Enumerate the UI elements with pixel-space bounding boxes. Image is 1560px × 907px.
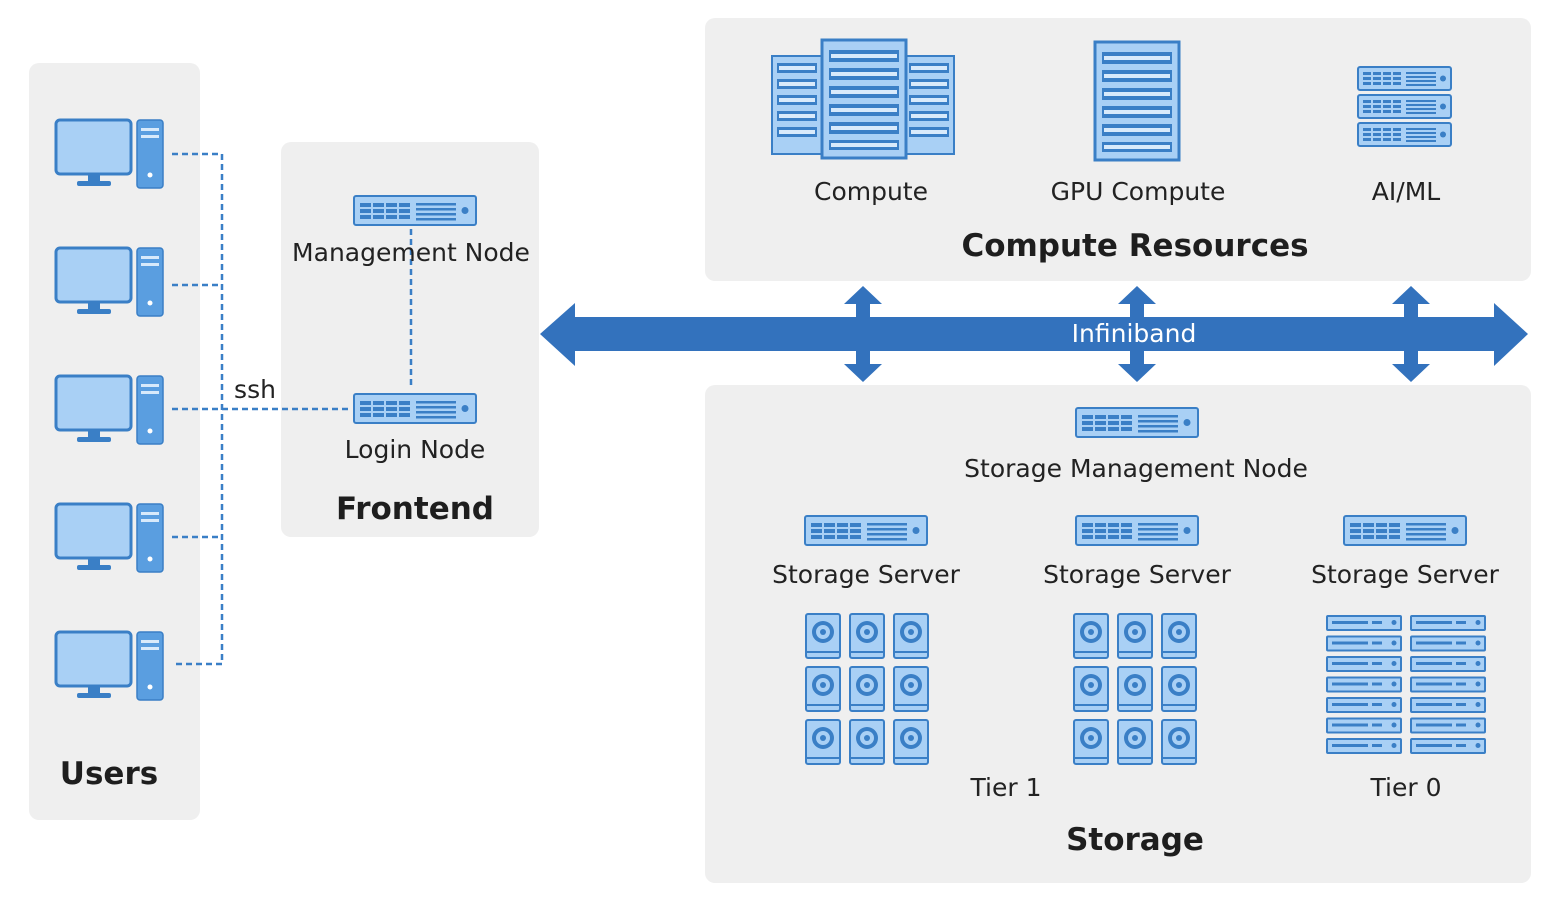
ssd-drive-icon (1326, 697, 1402, 713)
hard-disk-icon (1073, 666, 1109, 712)
infiniband-bus-arrow (540, 303, 1528, 366)
ssh-label: ssh (234, 375, 276, 404)
ssd-drive-icon (1410, 697, 1486, 713)
tier-1-label: Tier 1 (970, 773, 1042, 802)
gpu-bus-link-icon (1118, 286, 1156, 382)
users-panel (29, 63, 200, 820)
storage-management-node-icon (1075, 407, 1199, 438)
aiml-label: AI/ML (1371, 177, 1441, 206)
aiml-bus-link-icon (1392, 286, 1430, 382)
ai-ml-server-stack-icon (1357, 66, 1452, 147)
hard-disk-icon (849, 719, 885, 765)
desktop-computer-icon (54, 246, 165, 318)
management-node-server-icon (353, 195, 477, 226)
storage-server-icon (1343, 515, 1467, 546)
ssd-drive-icon (1326, 717, 1402, 734)
storage-title: Storage (1066, 822, 1204, 858)
desktop-computer-icon (54, 502, 165, 574)
gpu-rack-icon (1093, 40, 1181, 162)
hard-disk-icon (849, 666, 885, 712)
ssd-drive-icon (1410, 635, 1486, 652)
hard-disk-array-icon (1073, 613, 1197, 765)
tier-0-label: Tier 0 (1370, 773, 1442, 802)
users-title: Users (59, 756, 159, 792)
storage-management-node-label: Storage Management Node (964, 454, 1308, 483)
ssd-drive-icon (1410, 717, 1486, 734)
hard-disk-icon (1161, 719, 1197, 765)
ssd-drive-icon (1410, 656, 1486, 672)
hard-disk-icon (1117, 666, 1153, 712)
hard-disk-icon (1161, 666, 1197, 712)
ssd-drive-icon (1326, 676, 1402, 693)
compute-label: Compute (813, 177, 929, 206)
compute-bus-link-icon (844, 286, 882, 382)
hard-disk-icon (1073, 719, 1109, 765)
infiniband-label: Infiniband (1071, 319, 1197, 348)
hard-disk-array-icon (805, 613, 929, 765)
hard-disk-icon (1117, 613, 1153, 659)
hard-disk-icon (893, 666, 929, 712)
ssd-drive-icon (1326, 615, 1402, 631)
storage-server-label-3: Storage Server (1311, 560, 1499, 589)
ssd-drive-icon (1410, 738, 1486, 754)
ssd-drive-icon (1326, 738, 1402, 754)
server-rack-cluster-icon (771, 38, 955, 160)
hard-disk-icon (893, 719, 929, 765)
gpu-compute-label: GPU Compute (1050, 177, 1226, 206)
storage-server-icon (804, 515, 928, 546)
desktop-computer-icon (54, 118, 165, 190)
ssd-drive-icon (1326, 656, 1402, 672)
hard-disk-icon (805, 719, 841, 765)
compute-resources-title: Compute Resources (961, 228, 1309, 264)
login-node-label: Login Node (344, 435, 486, 464)
storage-server-label-1: Storage Server (772, 560, 960, 589)
desktop-computer-icon (54, 374, 165, 446)
ssd-drive-icon (1326, 635, 1402, 652)
ssh-connectors (172, 152, 413, 666)
hard-disk-icon (1117, 719, 1153, 765)
ssd-drive-icon (1410, 676, 1486, 693)
frontend-title: Frontend (336, 491, 494, 527)
hard-disk-icon (1161, 613, 1197, 659)
ssd-drive-icon (1410, 615, 1486, 631)
management-node-label: Management Node (292, 238, 530, 267)
login-node-server-icon (353, 393, 477, 424)
storage-server-icon (1075, 515, 1199, 546)
desktop-computer-icon (54, 630, 165, 702)
infiniband-bus (540, 286, 1528, 382)
hard-disk-icon (849, 613, 885, 659)
hard-disk-icon (805, 666, 841, 712)
hard-disk-icon (1073, 613, 1109, 659)
ssd-array-icon (1326, 615, 1486, 754)
storage-server-label-2: Storage Server (1043, 560, 1231, 589)
hard-disk-icon (805, 613, 841, 659)
hard-disk-icon (893, 613, 929, 659)
